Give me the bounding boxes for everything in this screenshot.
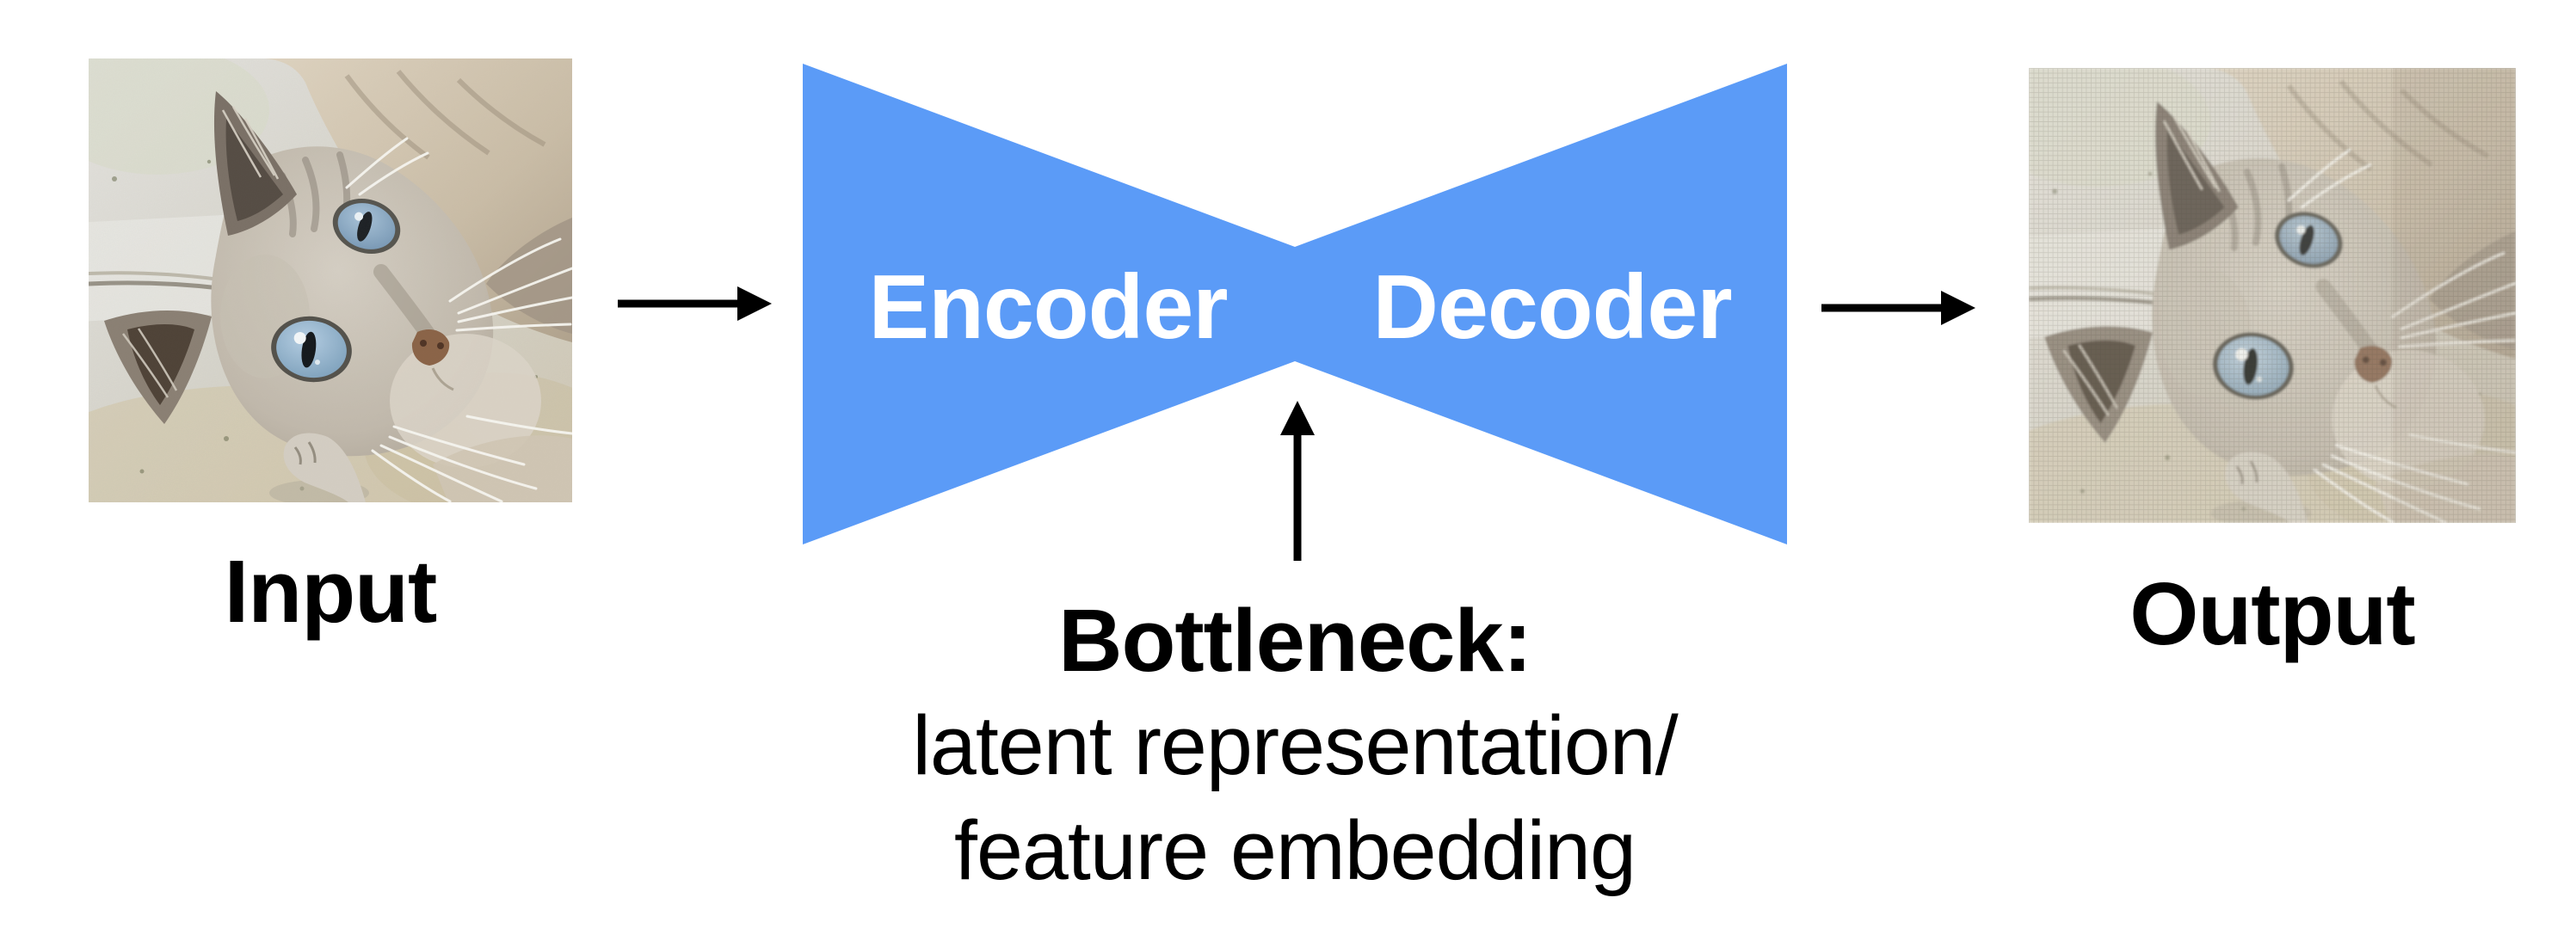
bottleneck-line1: latent representation/	[912, 698, 1678, 792]
reconstructed-cat-illustration	[2029, 68, 2516, 523]
bottleneck-line2: feature embedding	[954, 803, 1636, 897]
bottleneck-arrow-icon	[1280, 401, 1315, 561]
encoder-label: Encoder	[868, 255, 1228, 358]
output-image	[2029, 68, 2516, 523]
bottleneck-title: Bottleneck:	[1058, 591, 1532, 690]
bottleneck-caption: Bottleneck: latent representation/ featu…	[865, 588, 1725, 903]
decoder-label: Decoder	[1372, 255, 1732, 358]
input-label: Input	[224, 542, 438, 641]
output-arrow-icon	[1821, 291, 1975, 325]
input-arrow-icon	[618, 286, 772, 321]
output-label: Output	[2129, 564, 2415, 663]
input-image	[89, 58, 572, 502]
cat-photo-illustration	[89, 58, 572, 502]
funnel-shape	[803, 64, 1787, 544]
encoder-decoder-funnel	[803, 64, 1787, 544]
